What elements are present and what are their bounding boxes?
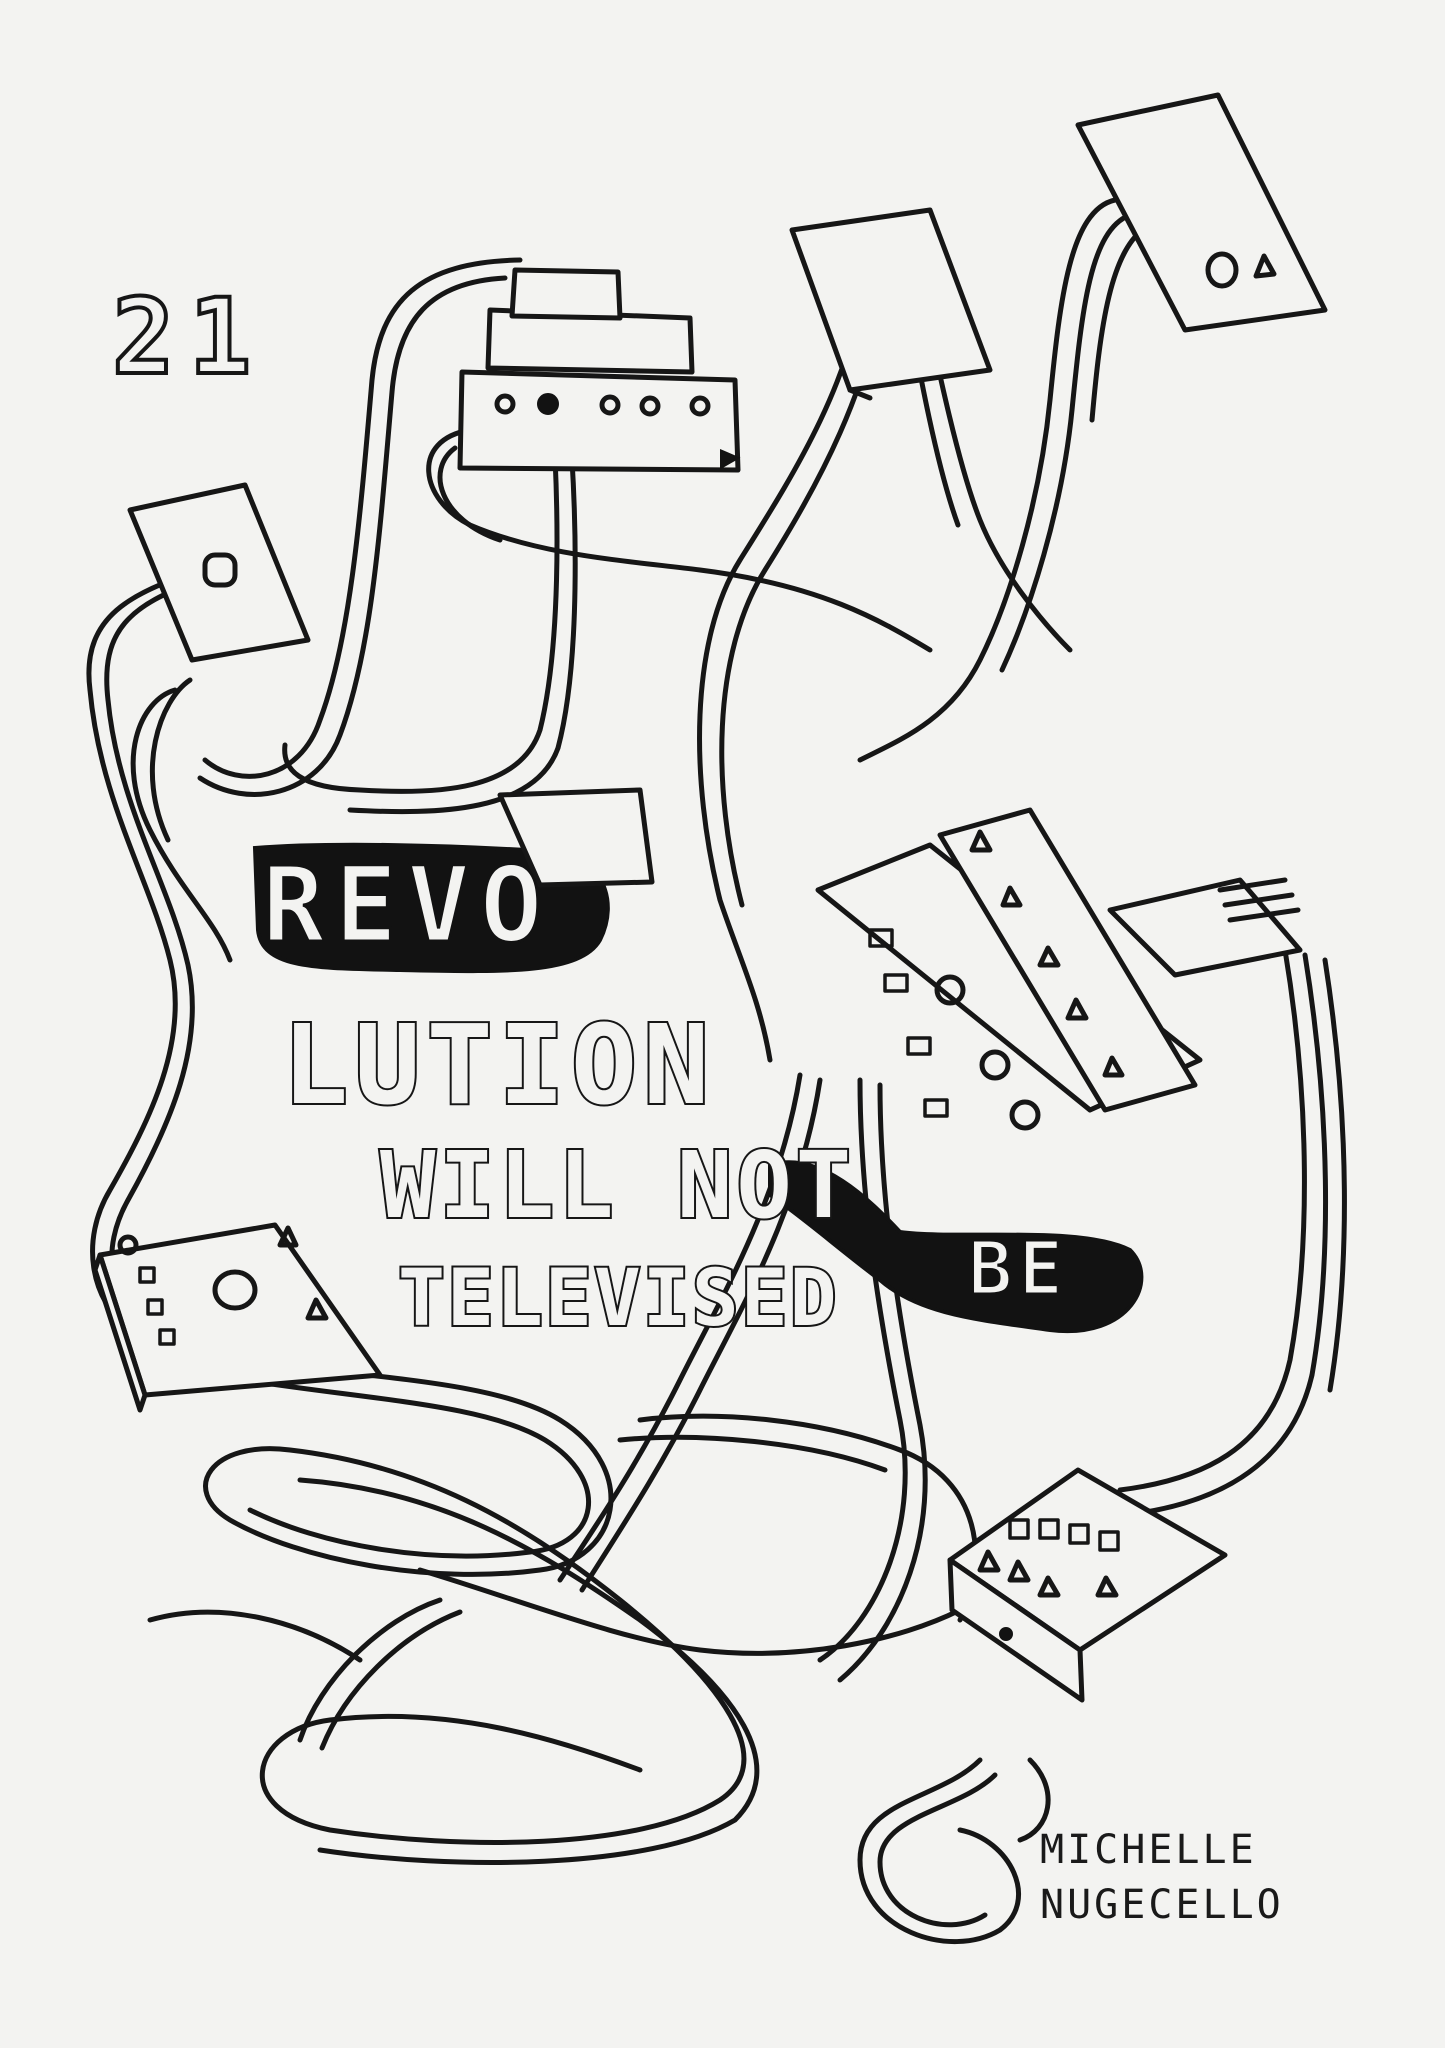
phrase-words-will-not: WILL NOT xyxy=(378,1132,856,1239)
wall-switch-left xyxy=(127,482,311,663)
page-number: 21 xyxy=(110,276,266,398)
phrase-word-televised: TELEVISED xyxy=(396,1254,839,1344)
pedal-left xyxy=(92,1222,383,1413)
phrase-word-lution: LUTION xyxy=(280,1001,716,1129)
top-right-box xyxy=(789,207,993,401)
patch-panel-right xyxy=(815,807,1303,1131)
ink-blobs xyxy=(252,787,1144,1334)
top-hub-device xyxy=(457,267,741,473)
far-right-outlet xyxy=(1075,92,1328,333)
artist-signature-line-2: NUGECELLO xyxy=(1040,1882,1284,1928)
pedal-bottom-right xyxy=(947,1467,1228,1703)
artist-signature-line-1: MICHELLE xyxy=(1040,1827,1257,1873)
phrase-word-be: BE xyxy=(966,1226,1070,1312)
phrase-word-revo: REVO xyxy=(260,844,553,966)
